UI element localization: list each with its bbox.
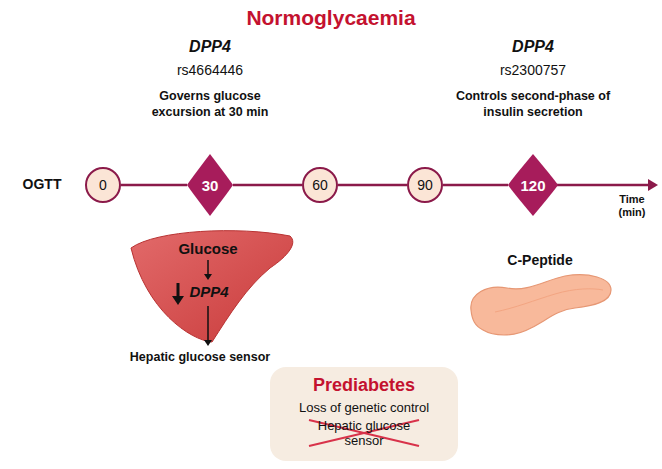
decrease-arrow xyxy=(177,283,180,298)
label: Time xyxy=(607,193,657,205)
diamond-outline xyxy=(187,154,233,216)
label: rs2300757 xyxy=(453,62,613,78)
box-node: PrediabetesLoss of genetic controlHepati… xyxy=(270,367,458,461)
box-text: Loss of genetic control xyxy=(278,400,450,415)
label: Controls second-phase of insulin secreti… xyxy=(453,88,613,120)
label: (min) xyxy=(607,206,657,218)
diamond-node: 30 xyxy=(187,153,233,217)
decrease-head xyxy=(172,296,184,305)
arrow-head xyxy=(204,340,212,346)
time-point: 60 xyxy=(312,177,328,193)
label: DPP4 xyxy=(130,38,290,56)
liver-text: Glucose xyxy=(158,240,258,257)
arrow-line xyxy=(207,306,209,341)
label: Governs glucose excursion at 30 min xyxy=(135,88,285,120)
liver-text: DPP4 xyxy=(184,283,234,300)
pancreas-node: C-Peptide xyxy=(465,250,615,342)
pancreas-outline xyxy=(471,275,611,335)
time-point: 0 xyxy=(99,177,107,193)
cross-line xyxy=(309,420,419,446)
circle-node: 0 xyxy=(85,167,121,203)
arrow-head xyxy=(204,274,212,280)
time-point: 30 xyxy=(202,177,219,194)
diamond-outline xyxy=(508,154,558,216)
box-text: Prediabetes xyxy=(278,375,450,396)
time-point: 90 xyxy=(417,177,433,193)
time-point: 120 xyxy=(520,177,545,194)
liver-outline xyxy=(131,231,293,342)
timeline-segment xyxy=(443,184,508,187)
label: DPP4 xyxy=(453,38,613,56)
label: Hepatic glucose sensor xyxy=(125,350,275,364)
pancreas-heading: C-Peptide xyxy=(465,252,615,268)
circle-node: 60 xyxy=(302,167,338,203)
time-axis xyxy=(555,184,648,187)
timeline-segment xyxy=(338,184,407,187)
circle-node: 90 xyxy=(407,167,443,203)
diamond-node: 120 xyxy=(508,153,558,217)
box-text: Hepatic glucose sensor xyxy=(309,418,419,448)
timeline-segment xyxy=(233,184,302,187)
label: OGTT xyxy=(12,176,72,192)
time-arrowhead xyxy=(648,179,658,191)
liver-node: GlucoseDPP4 xyxy=(128,228,296,344)
arrow-line xyxy=(207,260,209,275)
timeline-segment xyxy=(121,184,187,187)
pancreas-texture xyxy=(495,289,603,312)
title: Normoglycaemia xyxy=(0,6,662,30)
cross-line xyxy=(309,420,419,446)
label: rs4664446 xyxy=(130,62,290,78)
